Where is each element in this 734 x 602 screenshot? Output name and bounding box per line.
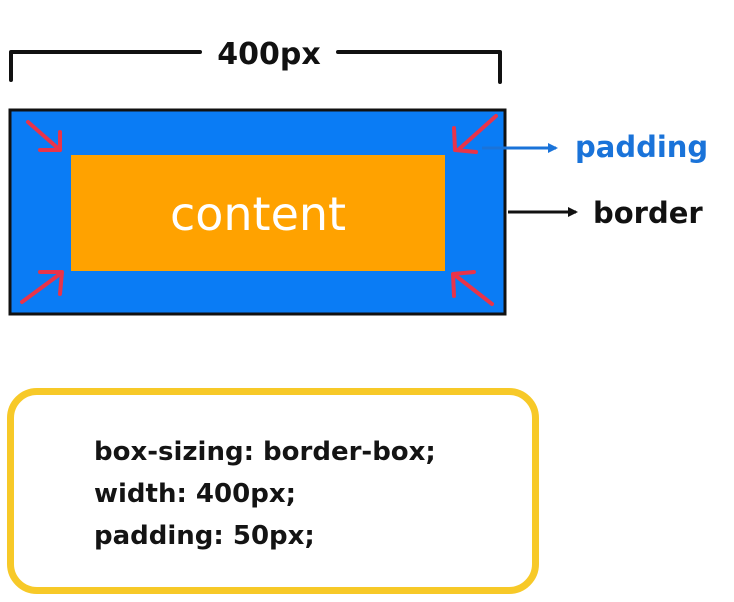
code-line-width: width: 400px; [94,479,296,509]
content-area [71,155,445,271]
padding-label: padding [575,130,708,164]
code-line-padding: padding: 50px; [94,521,315,551]
arrow-top-right-icon [452,114,498,154]
width-dimension-bracket [9,50,502,84]
arrow-bottom-right-icon [451,270,494,306]
box-model-diagram: 400px content padding border [8,37,708,316]
border-label: border [593,196,703,230]
css-code-lines: box-sizing: border-box; width: 400px; pa… [94,431,436,557]
width-label: 400px [217,37,320,72]
code-line-box-sizing: box-sizing: border-box; [94,437,436,467]
arrow-top-left-icon [26,120,62,152]
content-label: content [170,187,346,241]
css-code-card: box-sizing: border-box; width: 400px; pa… [7,388,539,594]
arrow-bottom-left-icon [20,270,64,304]
